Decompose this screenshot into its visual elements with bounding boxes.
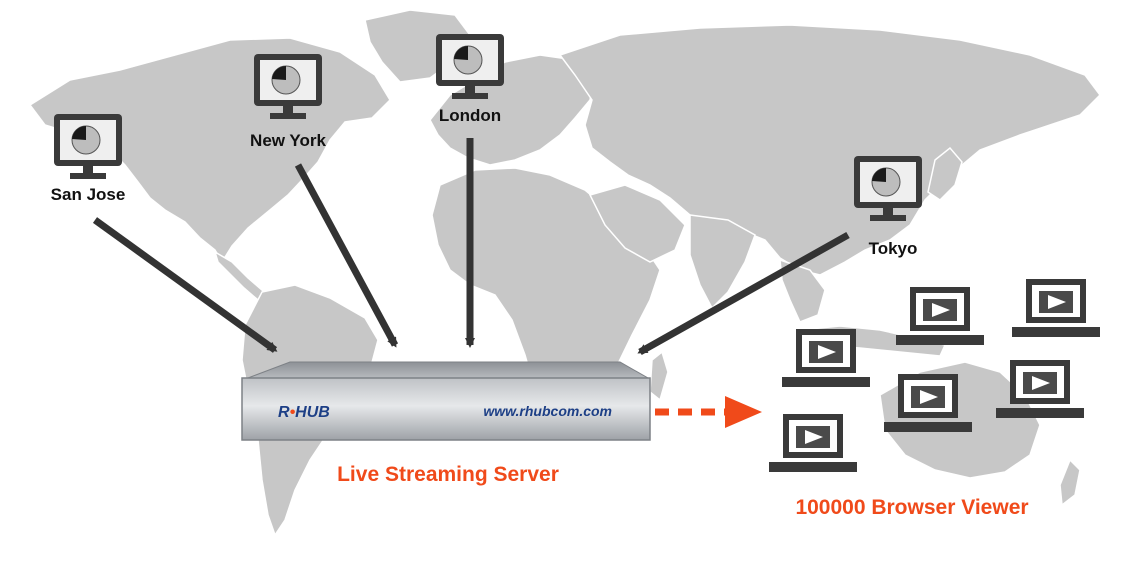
server-appliance: R•HUB www.rhubcom.com — [241, 361, 651, 441]
source-monitor-san-jose — [54, 114, 122, 179]
stream-arrows — [92, 138, 850, 356]
viewer-laptop-4 — [996, 360, 1084, 418]
source-label-san-jose: San Jose — [51, 185, 126, 204]
server-url: www.rhubcom.com — [483, 403, 612, 419]
viewer-laptop-3 — [1012, 279, 1100, 337]
new-zealand-landmass — [1059, 458, 1081, 507]
source-monitor-london — [436, 34, 504, 99]
server-top-face — [247, 361, 650, 379]
arabia-landmass — [588, 184, 686, 263]
madagascar-landmass — [649, 350, 669, 402]
server-front-face — [241, 377, 651, 441]
source-label-new-york: New York — [250, 131, 326, 150]
source-label-tokyo: Tokyo — [869, 239, 918, 258]
arrow-new-york-to-server — [294, 163, 399, 348]
india-landmass — [689, 214, 756, 310]
viewer-laptop-1 — [782, 329, 870, 387]
southeast-asia-landmass — [779, 258, 826, 323]
broadcast-arrow — [655, 396, 762, 428]
source-monitor-new-york — [254, 54, 322, 119]
arrow-tokyo-to-server — [637, 231, 850, 356]
server-caption: Live Streaming Server — [337, 463, 559, 486]
server-brand-logo: R•HUB — [278, 404, 330, 421]
viewer-laptop-2 — [896, 287, 984, 345]
source-monitor-tokyo — [854, 156, 922, 221]
japan-landmass — [927, 146, 963, 201]
world-map — [28, 9, 1101, 537]
viewers-caption: 100000 Browser Viewer — [795, 496, 1028, 519]
asia-landmass — [558, 24, 1101, 276]
viewer-laptops — [769, 279, 1100, 472]
viewer-laptop-6 — [769, 414, 857, 472]
viewer-laptop-5 — [884, 374, 972, 432]
source-label-london: London — [439, 106, 501, 125]
arrow-san-jose-to-server — [92, 217, 278, 353]
